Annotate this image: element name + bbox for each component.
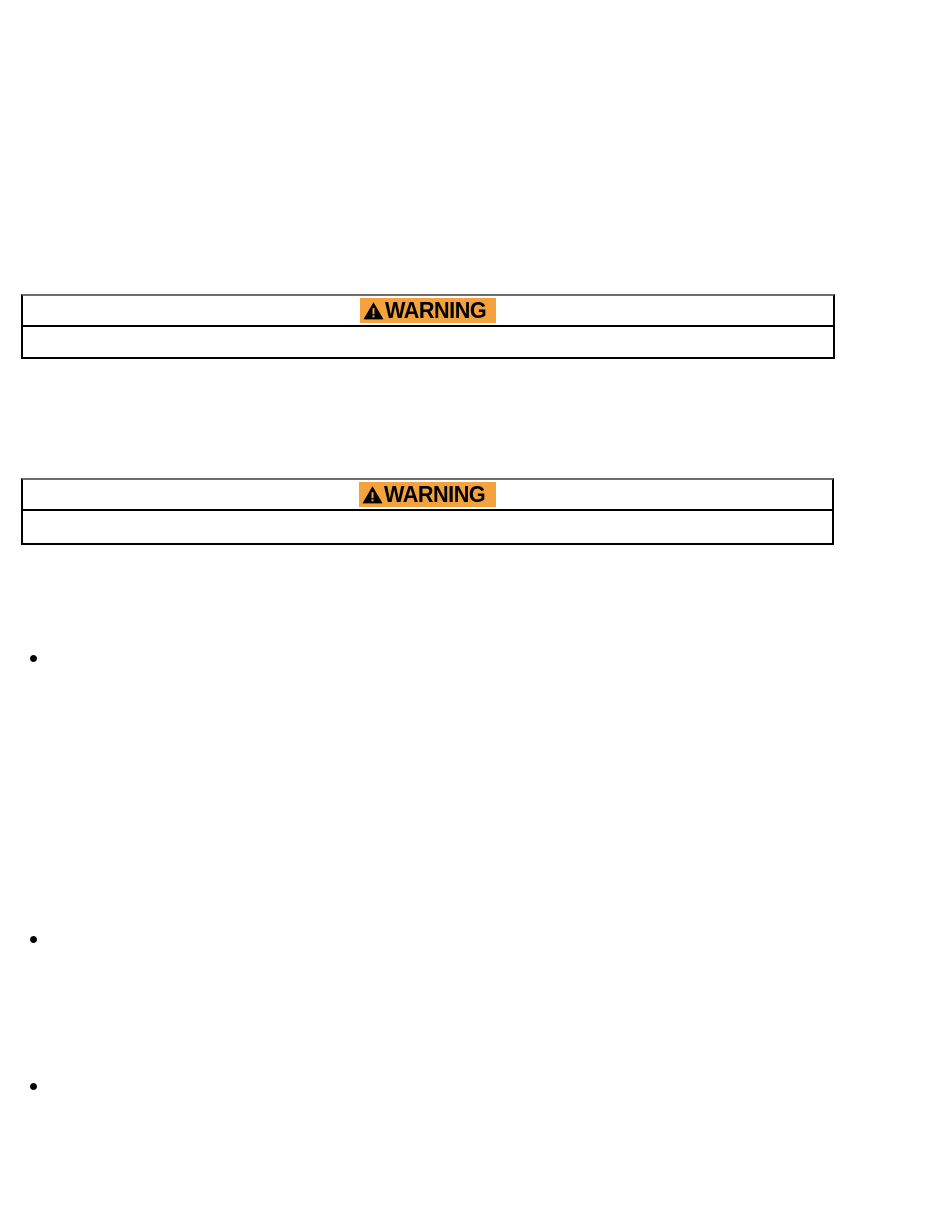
warning-badge-label: WARNING bbox=[384, 480, 486, 507]
warning-body-row bbox=[23, 327, 833, 357]
warning-triangle-icon bbox=[362, 485, 383, 504]
bullet-marker-icon bbox=[30, 936, 37, 943]
bullet-marker-icon bbox=[30, 1083, 37, 1090]
warning-badge: WARNING bbox=[359, 296, 497, 323]
warning-header-row: WARNING bbox=[23, 296, 833, 327]
warning-box: WARNING bbox=[21, 294, 835, 359]
list-item bbox=[30, 650, 910, 662]
list-item bbox=[30, 1078, 910, 1090]
warning-body-text bbox=[23, 327, 833, 336]
warning-badge-label: WARNING bbox=[384, 296, 487, 323]
warning-box: WARNING bbox=[21, 478, 834, 545]
warning-badge: WARNING bbox=[359, 482, 496, 507]
list-item bbox=[30, 931, 910, 943]
warning-triangle-icon bbox=[363, 301, 384, 320]
warning-header-row: WARNING bbox=[23, 480, 832, 511]
bullet-marker-icon bbox=[30, 655, 37, 662]
warning-body-row bbox=[23, 511, 832, 543]
warning-body-text bbox=[23, 511, 832, 520]
